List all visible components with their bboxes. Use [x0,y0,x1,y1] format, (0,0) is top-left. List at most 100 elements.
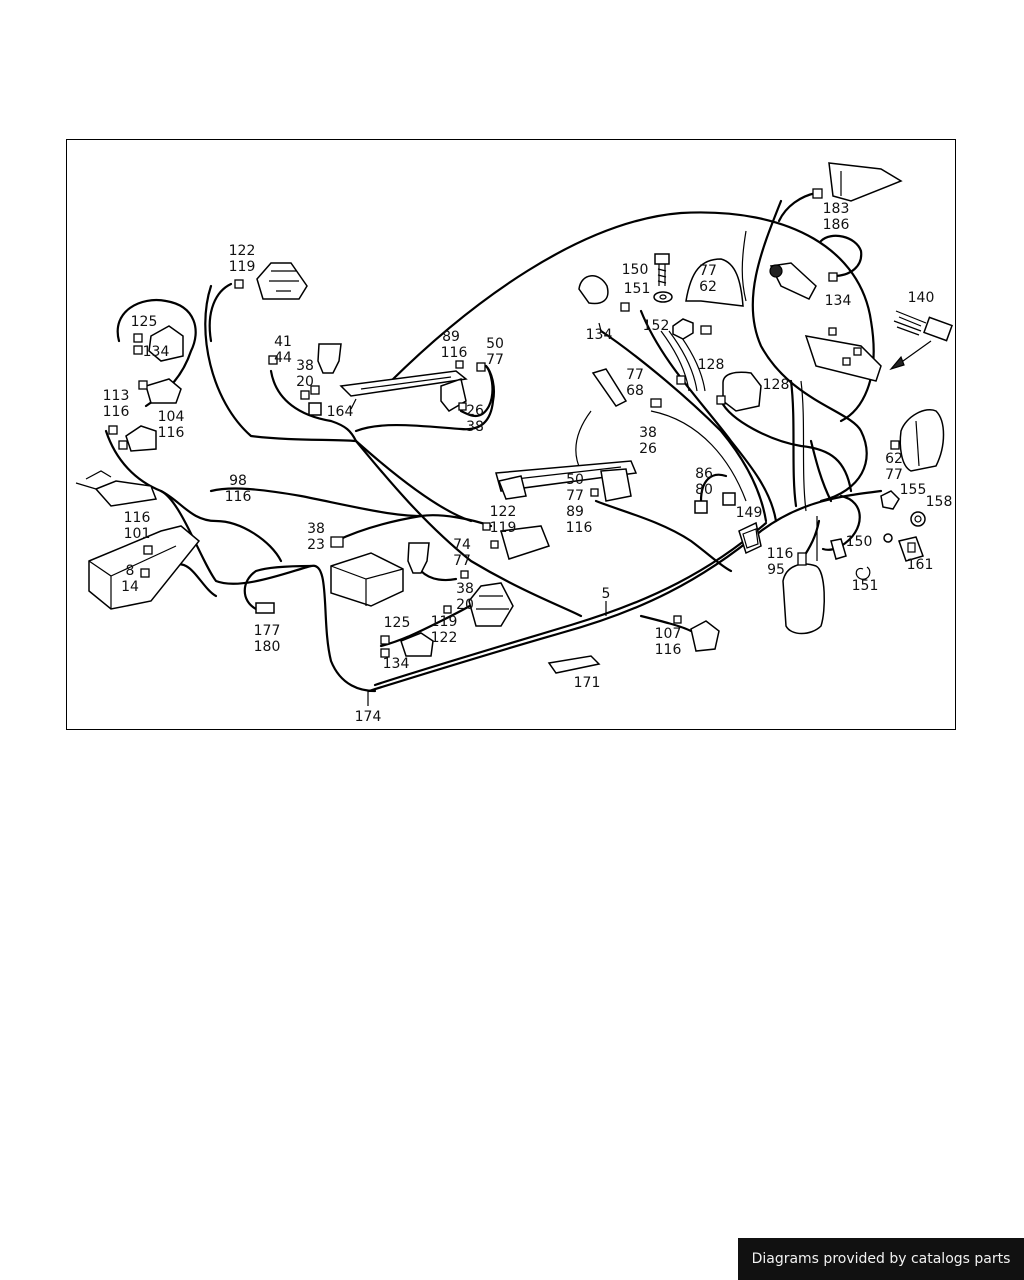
diagram-components [75,162,953,674]
wire-128 [719,399,853,493]
connector-183 [812,188,823,199]
wire-98 [209,487,423,518]
callout-161: 161 [907,557,934,573]
wire-main-floor [367,489,883,693]
wire-left-diagonal [354,439,473,523]
wire-right-b [809,439,833,503]
wire-horn-loop [819,234,863,278]
wire-74-77 [419,569,458,582]
buckle-74-77 [407,542,430,574]
callout-125-bottom: 125 [384,615,411,631]
connector-128-left [676,375,686,385]
bolt-150-top [654,253,670,286]
connector-horn [828,272,838,282]
callout-134-mid: 134 [586,327,613,343]
tail-lamp-right [899,409,945,472]
callout-150-right: 150 [846,534,873,550]
callout-134-horn: 134 [825,293,852,309]
callout-155: 155 [900,482,927,498]
relay-125-bottom [380,632,434,658]
callout-174: 174 [355,709,382,725]
ring-terminal [883,533,893,543]
front-left-panel [94,480,158,507]
lamp-134-mid [578,275,609,305]
relay-113-116 [108,378,182,435]
washer-158 [910,511,926,527]
wire-107 [639,614,693,633]
relay-80 [722,492,736,506]
label-plate-171 [547,655,601,674]
callout-152: 152 [643,318,670,334]
seat-rail-89-116 [339,360,468,412]
module-122-119-mid [500,525,550,560]
nut-152 [672,318,694,340]
relay-107-116 [690,620,720,652]
bolt-150-right [830,538,847,560]
bolt-155 [880,490,900,510]
clip-161 [898,536,924,562]
leader-lines [350,322,607,706]
module-128 [722,371,762,412]
wire-38-20-top [269,369,358,443]
lever-77-68 [591,368,628,407]
footer-attribution: Diagrams provided by catalogs parts [738,1238,1024,1280]
wire-mid-c [639,309,778,523]
wire-26-38 [459,364,494,418]
connector-177-180 [255,602,275,614]
wire-rear-loop [751,199,868,503]
callout-149: 149 [736,505,763,521]
relay-86 [694,500,708,514]
callout-171: 171 [574,675,601,691]
wire-right-down [789,379,798,508]
tank-116-95 [782,563,826,635]
door-panel-77-62 [685,258,744,307]
sensor-140 [893,310,953,342]
callout-5: 5 [602,586,611,602]
wire-177 [243,564,313,611]
switch-122-119-top [234,262,308,300]
horn-134-bolt [769,264,783,278]
control-unit-38-23 [330,552,404,607]
battery-tray-8-14 [88,525,201,610]
callout-164: 164 [327,404,354,420]
seat-rail-50-77 [495,460,638,502]
callout-128-right: 128 [763,377,790,393]
callout-151-right: 151 [852,578,879,594]
washer-151-right [855,566,871,580]
wire-88 [699,473,728,503]
rear-panel-lines [741,230,807,512]
wire-cowl-line [575,410,747,502]
relay-104-116 [118,425,157,452]
wire-top-left-switch [208,282,233,343]
wire-mid-right [594,499,733,573]
wire-harness [104,191,932,693]
